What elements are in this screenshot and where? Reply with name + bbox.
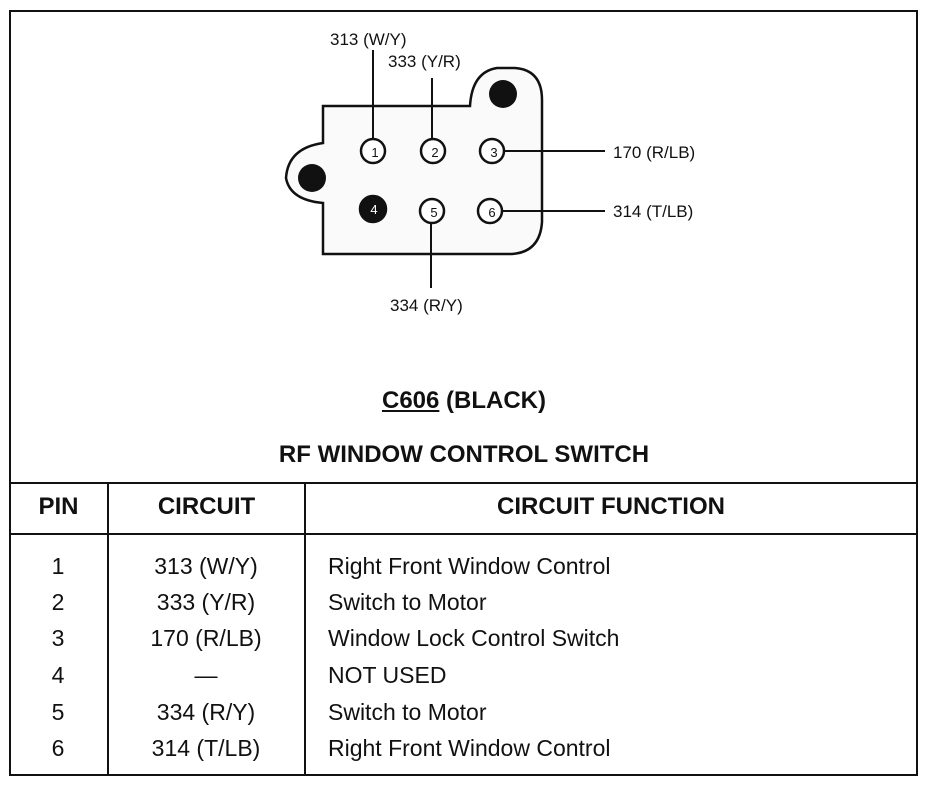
- row-function: Window Lock Control Switch: [328, 625, 620, 651]
- wire-label-pin1: 313 (W/Y): [330, 30, 407, 49]
- table-row: 5 334 (R/Y) Switch to Motor: [10, 699, 916, 735]
- table-divider-2: [304, 483, 306, 775]
- diagram-frame: [9, 10, 918, 776]
- connector-color: (BLACK): [446, 387, 547, 414]
- connector-id: C606: [381, 387, 440, 414]
- row-circuit: 314 (T/LB): [151, 735, 261, 761]
- row-function: NOT USED: [328, 662, 447, 688]
- pin-number: 5: [430, 205, 437, 220]
- row-function: Switch to Motor: [328, 589, 487, 615]
- row-function: Right Front Window Control: [328, 735, 611, 761]
- connector-name: RF WINDOW CONTROL SWITCH: [278, 441, 650, 468]
- header-pin: PIN: [38, 493, 79, 520]
- table-divider-1: [107, 483, 109, 775]
- row-circuit: 334 (R/Y): [156, 699, 256, 725]
- row-circuit: 313 (W/Y): [154, 553, 258, 579]
- pin-number: 4: [370, 202, 377, 217]
- pin-4: 4: [358, 194, 388, 224]
- row-circuit: 170 (R/LB): [150, 625, 262, 651]
- row-pin: 6: [51, 735, 65, 761]
- mounting-hole-left: [298, 164, 326, 192]
- header-circuit: CIRCUIT: [157, 493, 256, 520]
- pin-1: 1: [359, 137, 387, 165]
- pin-number: 3: [490, 145, 497, 160]
- row-pin: 1: [51, 553, 65, 579]
- table-row: 2 333 (Y/R) Switch to Motor: [10, 589, 916, 625]
- table-row: 6 314 (T/LB) Right Front Window Control: [10, 735, 916, 771]
- pin-number: 6: [488, 205, 495, 220]
- row-pin: 4: [51, 662, 65, 688]
- row-circuit: —: [194, 662, 218, 688]
- wire-label-pin6: 314 (T/LB): [613, 202, 694, 221]
- wire-label-pin2: 333 (Y/R): [388, 52, 461, 71]
- mounting-hole-top: [489, 80, 517, 108]
- table-top-rule: [10, 482, 916, 484]
- pin-number: 1: [371, 145, 378, 160]
- wire-label-pin3: 170 (R/LB): [613, 143, 696, 162]
- row-function: Right Front Window Control: [328, 553, 611, 579]
- pin-6: 6: [476, 197, 504, 225]
- table-header-rule: [10, 533, 916, 535]
- pin-5: 5: [418, 197, 446, 225]
- table-row: 1 313 (W/Y) Right Front Window Control: [10, 553, 916, 589]
- pin-3: 3: [478, 137, 506, 165]
- row-pin: 5: [51, 699, 65, 725]
- table-row: 4 — NOT USED: [10, 662, 916, 698]
- connector-title: C606 (BLACK): [0, 387, 928, 415]
- row-function: Switch to Motor: [328, 699, 487, 725]
- pin-2: 2: [419, 137, 447, 165]
- wire-label-pin5: 334 (R/Y): [390, 296, 463, 315]
- row-pin: 2: [51, 589, 65, 615]
- header-circuit-function: CIRCUIT FUNCTION: [497, 493, 725, 520]
- pin-number: 2: [431, 145, 438, 160]
- row-circuit: 333 (Y/R): [156, 589, 256, 615]
- table-row: 3 170 (R/LB) Window Lock Control Switch: [10, 625, 916, 661]
- row-pin: 3: [51, 625, 65, 651]
